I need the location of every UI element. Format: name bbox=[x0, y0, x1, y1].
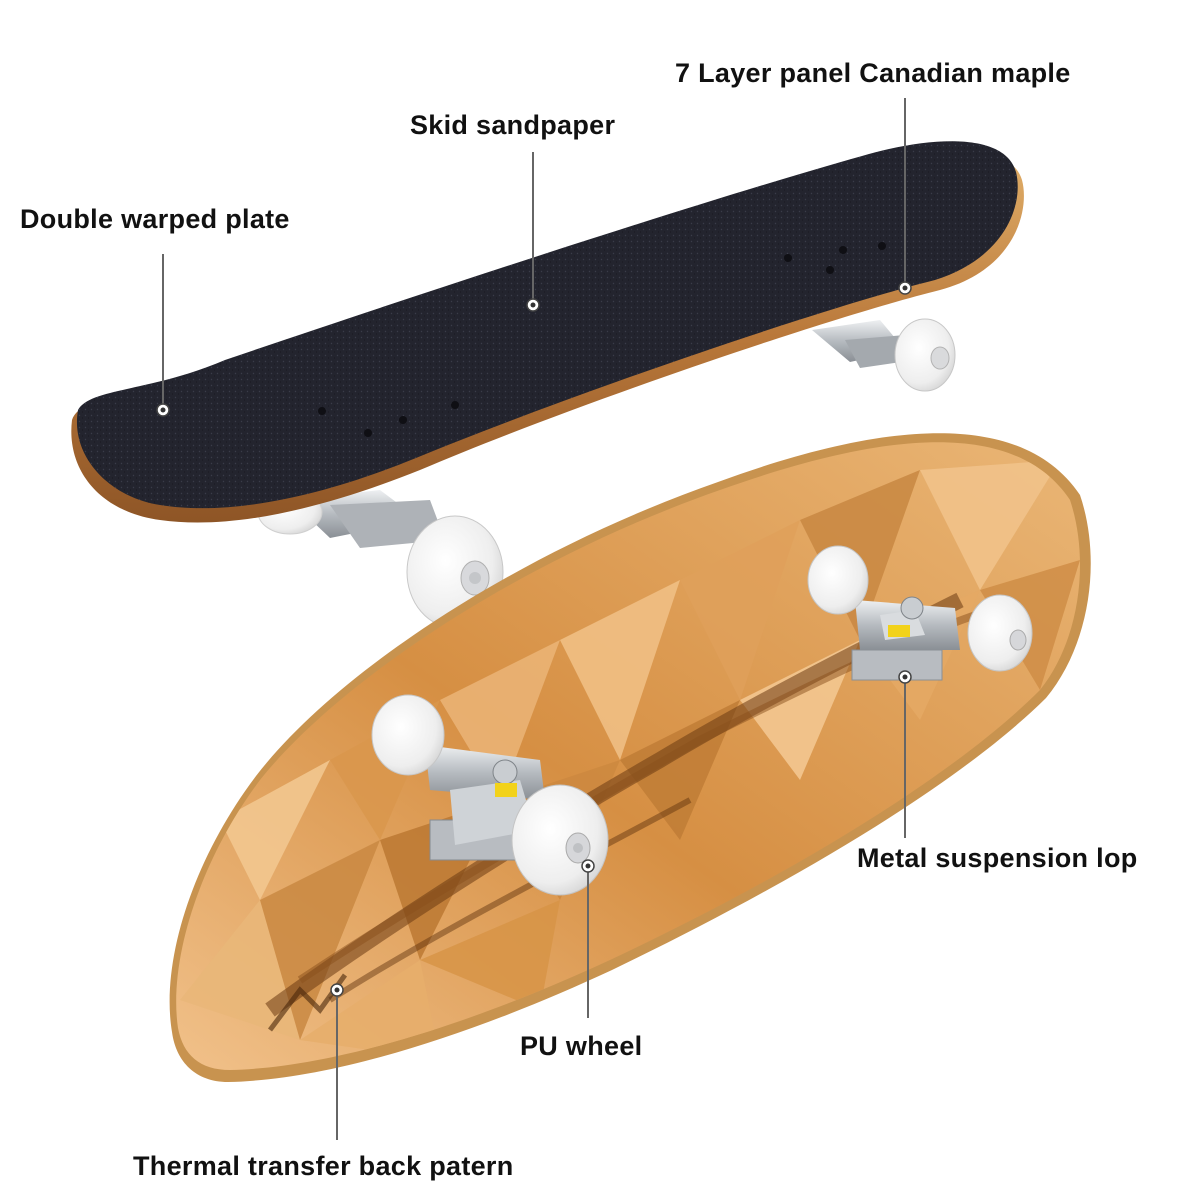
callout-thermal-transfer: Thermal transfer back patern bbox=[133, 1151, 514, 1181]
bottom-front-wheel-left bbox=[371, 694, 445, 776]
top-rear-wheel bbox=[894, 318, 956, 392]
bottom-front-wheel-right bbox=[511, 784, 609, 896]
top-skateboard bbox=[71, 141, 1024, 629]
callout-metal-suspension: Metal suspension lop bbox=[857, 843, 1138, 873]
callout-pu-wheel: PU wheel bbox=[520, 1031, 643, 1061]
callout-double-warped-plate: Double warped plate bbox=[20, 204, 290, 234]
callout-leaders bbox=[162, 98, 906, 1140]
bottom-skateboard bbox=[169, 433, 1091, 1082]
griptape-surface bbox=[76, 141, 1018, 509]
bottom-rear-wheel-right bbox=[967, 594, 1033, 672]
callout-skid-sandpaper: Skid sandpaper bbox=[410, 110, 616, 140]
callout-layer-maple: 7 Layer panel Canadian maple bbox=[675, 58, 1071, 88]
bottom-rear-truck bbox=[851, 596, 960, 681]
griptape-bolt-holes bbox=[318, 242, 886, 437]
callout-dots bbox=[156, 281, 912, 997]
bottom-rear-wheel-left bbox=[807, 545, 869, 615]
